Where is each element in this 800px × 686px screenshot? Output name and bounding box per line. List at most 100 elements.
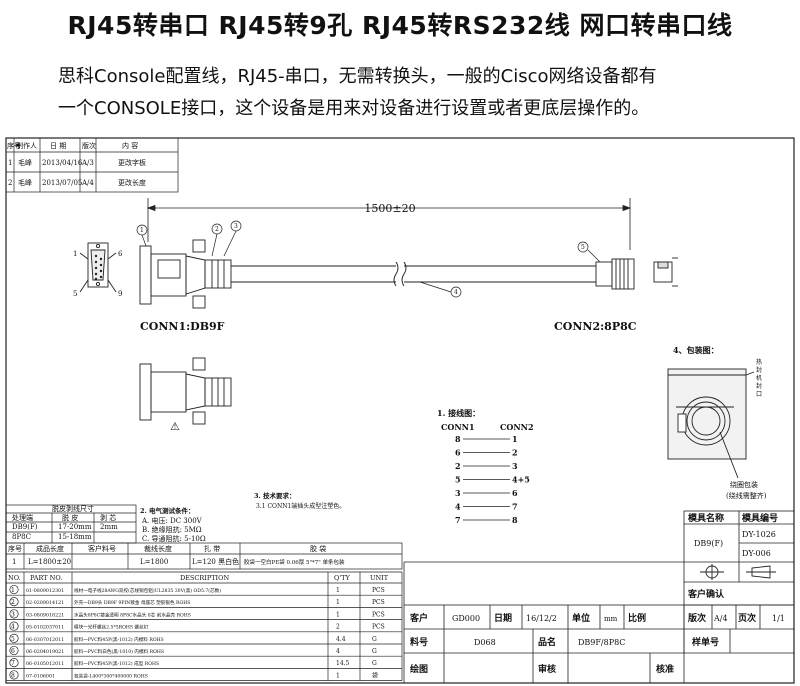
- conn1-label: CONN1:DB9F: [140, 320, 225, 333]
- wiring-conn1-pin: 8: [455, 434, 461, 444]
- bom-cell: 2: [11, 599, 15, 606]
- bom-index-circle: [9, 584, 19, 595]
- bom-index-circle: [9, 597, 19, 607]
- callouts: [136, 220, 601, 298]
- wiring-conn1-pin: 3: [455, 488, 461, 498]
- prod-h2: 客户料号: [88, 544, 116, 553]
- mold-no-label: 模具编号: [742, 512, 778, 524]
- rev-row1-date: 2013/04/16: [42, 159, 83, 167]
- conn2-label: CONN2:8P8C: [554, 320, 637, 333]
- revision-label: 版次: [687, 612, 706, 624]
- bom-index-circle: [9, 645, 19, 656]
- rev-header-no: 序号: [7, 141, 21, 150]
- unit-value: mm: [604, 615, 618, 623]
- bom-cell: 6: [11, 648, 15, 655]
- bom-cell: 4.4: [336, 636, 346, 643]
- product-table-grid: [5, 542, 403, 570]
- bom-table-grid: [5, 571, 403, 681]
- bom-cell: 胶料一PVC料45P(黑-1012) 内模料 ROHS: [74, 636, 164, 643]
- wiring-col1: CONN1: [441, 422, 475, 432]
- bom-cell: 01-0809012301: [26, 588, 64, 594]
- strip-r2c1: 8P8C: [12, 533, 31, 541]
- pin-label-5: 5: [73, 290, 77, 298]
- bom-header: PART NO.: [30, 574, 62, 582]
- prod-r1: L=1800±20: [28, 558, 71, 566]
- callout-2: 2: [215, 226, 219, 233]
- description-line-1: 思科Console配置线，RJ45-串口，无需转换头，一般的Cisco网络设备都…: [58, 66, 657, 87]
- bom-cell: G: [372, 648, 377, 655]
- rev-row2-version: A/4: [81, 179, 94, 187]
- bom-cell: 2: [336, 624, 340, 631]
- wiring-conn1-pin: 4: [455, 502, 461, 512]
- db9-connector-side: [139, 239, 232, 309]
- bom-cell: 1: [336, 672, 340, 679]
- wiring-col2: CONN2: [500, 422, 534, 432]
- wiring-conn2-pin: 8: [512, 515, 518, 525]
- wiring-conn2-pin: 6: [512, 488, 518, 498]
- part-no-value: D068: [474, 638, 496, 647]
- callout-1: 1: [140, 227, 144, 234]
- strip-title: 脱皮剥线尺寸: [52, 504, 94, 513]
- bom-header: NO.: [8, 574, 21, 582]
- pin-label-6: 6: [118, 250, 123, 258]
- db9-connector-top: [139, 357, 232, 425]
- bom-header: DESCRIPTION: [180, 574, 229, 582]
- bom-cell: 3: [11, 611, 15, 618]
- customer-label: 客户: [409, 612, 428, 624]
- bom-cell: 4: [11, 624, 15, 631]
- strip-r1c1: DB9(F): [12, 523, 38, 531]
- page-value: 1/1: [772, 614, 785, 623]
- scale-label: 比例: [628, 612, 646, 624]
- bom-cell: 1: [336, 599, 340, 606]
- unit-label: 单位: [572, 612, 590, 624]
- customer-value: GD000: [452, 614, 480, 623]
- prod-r0: 1: [12, 558, 16, 566]
- rev-row1-maker: 毛峰: [18, 158, 32, 167]
- bom-index-circle: [9, 621, 19, 631]
- drawn-label: 绘图: [410, 663, 428, 675]
- bom-cell: 06-0105012011: [26, 661, 64, 667]
- packaging-drawing: [667, 368, 755, 479]
- bom-header: UNIT: [370, 574, 389, 582]
- rev-row2-content: 更改长度: [118, 178, 146, 187]
- rev-header-version: 版次: [82, 141, 96, 150]
- prod-r3: L=1800: [140, 558, 168, 566]
- part-no-label: 料号: [410, 636, 428, 648]
- rev-row1-no: 1: [8, 159, 12, 167]
- pin-label-9: 9: [118, 290, 122, 298]
- length-dimension: [146, 198, 632, 250]
- callout-3: 3: [234, 223, 238, 230]
- bom-index-circle: [9, 658, 19, 668]
- rev-row2-date: 2013/07/05: [42, 179, 82, 187]
- wiring-conn1-pin: 6: [455, 448, 461, 458]
- wiring-conn1-pin: 7: [455, 515, 461, 525]
- bom-cell: 水晶头8P8C镀金透明 8P8C水晶头 8芯 前水晶壳 ROHS: [74, 611, 191, 618]
- bom-cell: 07-0106001: [26, 673, 55, 679]
- bom-cell: 06-0204019021: [26, 649, 64, 655]
- bom-cell: 1: [336, 611, 340, 618]
- bom-cell: 7: [11, 660, 15, 667]
- bom-cell: 8: [11, 672, 15, 679]
- strip-r1c2: 17-20mm: [58, 523, 92, 531]
- wiring-conn2-pin: 2: [512, 448, 518, 458]
- bom-cell: 线材一电子线28AWG双绞(芯线铜包铝)UL2835 30V(黑) OD5.7(…: [74, 587, 221, 594]
- bom-index-circle: [9, 633, 19, 643]
- wiring-conn1-pin: 2: [455, 461, 461, 471]
- bom-cell: PCS: [372, 611, 385, 618]
- bom-cell: 4: [336, 648, 340, 655]
- bom-cell: 14.5: [336, 660, 350, 667]
- rj45-front-view: [653, 257, 678, 287]
- rev-header-content: 内 容: [122, 141, 138, 150]
- bom-cell: 袋: [372, 671, 378, 679]
- length-label: 1500±20: [364, 202, 415, 215]
- review-label: 审核: [538, 663, 556, 675]
- bom-cell: PCS: [372, 587, 385, 594]
- prod-h0: 序号: [8, 544, 22, 553]
- date-label: 日期: [494, 612, 512, 624]
- pin-label-1: 1: [73, 250, 77, 258]
- bom-cell: 5: [11, 636, 15, 643]
- bom-cell: 胶料一PVC料45P(黑-1012) 成型 ROHS: [74, 660, 159, 667]
- bom-cell: 03-0809018221: [26, 612, 64, 618]
- strip-r1c3: 2mm: [100, 523, 118, 531]
